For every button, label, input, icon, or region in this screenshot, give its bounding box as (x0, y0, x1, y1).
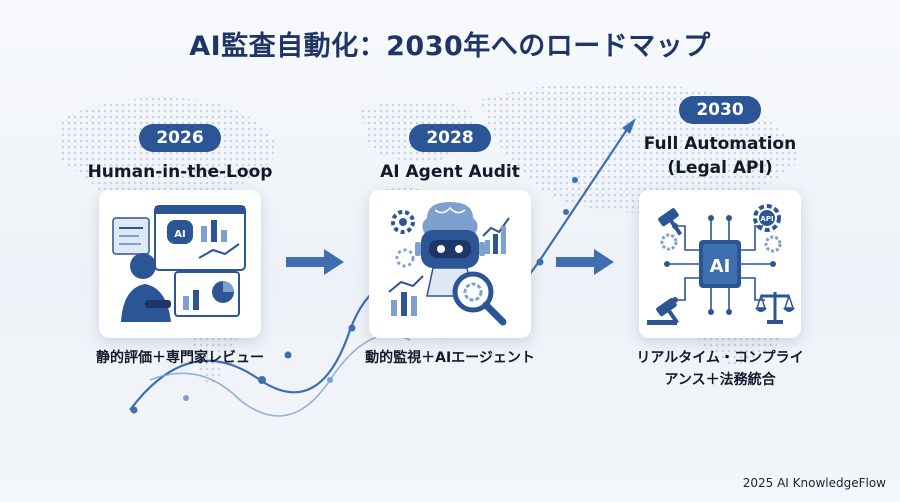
stage-title-line-2: (Legal API) (667, 158, 773, 178)
arrow-right-icon (286, 249, 344, 275)
api-gear-label: API (760, 215, 773, 223)
page-title: AI監査自動化：2030年へのロードマップ (189, 31, 711, 62)
year-badge-2028: 2028 (409, 124, 491, 152)
ai-robot-magnifier-icon (388, 202, 510, 326)
stage-title-ai-agent-audit: AI Agent Audit (380, 162, 520, 182)
stage-title-line-1: Full Automation (643, 134, 797, 154)
stage-title-full-automation: Full Automation (Legal API) (600, 132, 840, 180)
human-reviewer-dashboard-icon: AI (112, 205, 246, 322)
stage-description-line-1: リアルタイム・コンプライ (636, 350, 804, 366)
stage-description-2028: 動的監視＋AIエージェント (365, 350, 535, 366)
ai-chip-legal-icon: AI API (647, 204, 795, 325)
stage-card-2028 (369, 190, 531, 338)
stage-description-line-2: アンス＋法務統合 (664, 372, 776, 388)
year-badge-2030: 2030 (679, 96, 761, 124)
stage-description-2026: 静的評価＋専門家レビュー (96, 350, 264, 366)
year-badge-2026: 2026 (139, 124, 221, 152)
svg-text:AI: AI (174, 229, 185, 240)
stage-title-human-in-the-loop: Human-in-the-Loop (87, 162, 273, 182)
chip-label: AI (710, 256, 731, 277)
footer-credit: 2025 AI KnowledgeFlow (742, 476, 886, 490)
stage-card-2026: AI (99, 190, 261, 338)
arrow-right-icon (556, 249, 614, 275)
stage-description-2030: リアルタイム・コンプライ アンス＋法務統合 (600, 347, 840, 391)
stage-card-2030: AI API (639, 190, 801, 338)
